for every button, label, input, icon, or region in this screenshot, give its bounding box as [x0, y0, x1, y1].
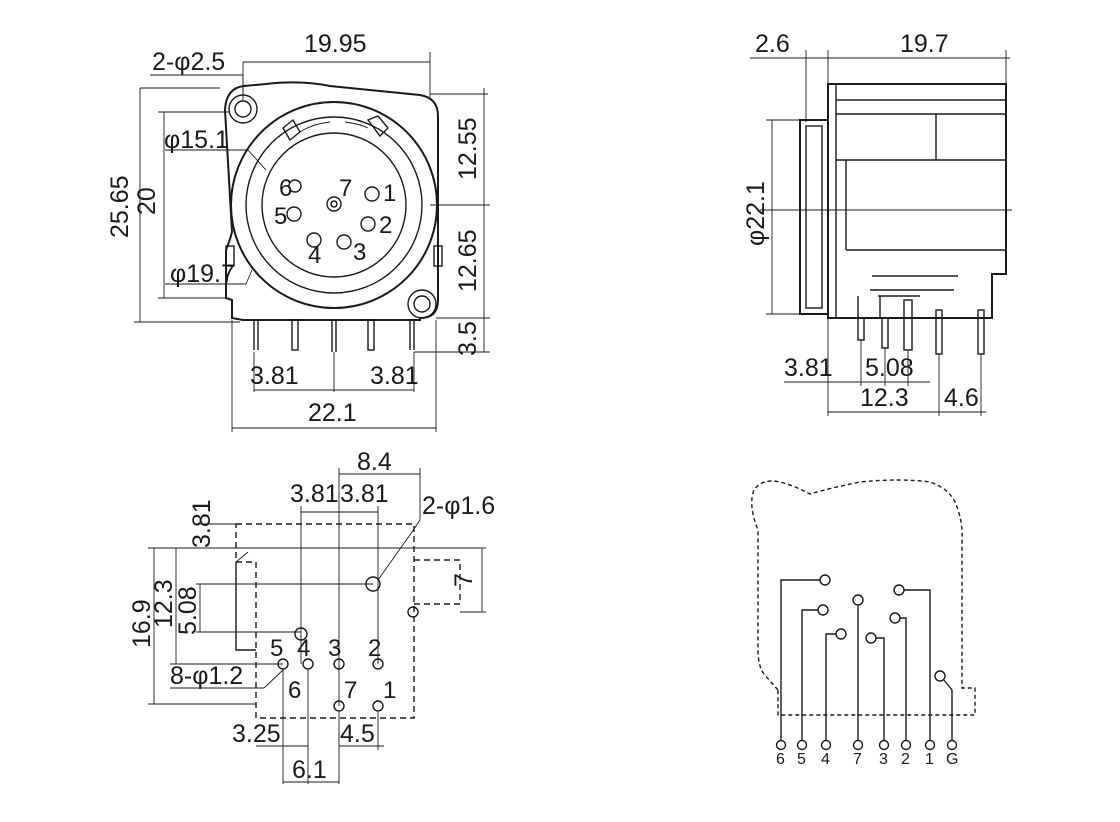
dim-25-65: 25.65 [106, 175, 134, 238]
side-body-outline [827, 83, 1007, 319]
pcb-pin-label-5: 5 [270, 635, 283, 662]
dim-12-55: 12.55 [454, 117, 482, 180]
dim-19-95: 19.95 [304, 30, 367, 58]
inner-circle [261, 132, 407, 278]
dim-7: 7 [450, 573, 478, 587]
dim-19-7-side: 19.7 [900, 30, 949, 58]
front-pin-label-5: 5 [274, 203, 287, 230]
side-tab-left [225, 245, 235, 267]
schematic-outline [751, 479, 976, 716]
latch-arc-left [299, 121, 331, 133]
dim-3-81-left: 3.81 [250, 362, 299, 390]
pcb-pin-label-7: 7 [344, 677, 357, 704]
dim-5-08-side: 5.08 [865, 354, 914, 382]
dim-22-1: 22.1 [308, 399, 357, 427]
dim-3-25: 3.25 [232, 720, 281, 748]
pcb-pin-label-1: 1 [383, 677, 396, 704]
latch-arc-right [344, 121, 369, 129]
dim-3-81-pcb-right: 3.81 [340, 480, 389, 508]
dim-5-08-pcb: 5.08 [174, 586, 202, 635]
mount-hole-top [234, 100, 252, 118]
dim-8-phi-1-2: 8-φ1.2 [170, 662, 243, 690]
dim-phi-19-7: φ19.7 [170, 260, 235, 288]
dim-4-6-side: 4.6 [944, 384, 979, 412]
latch-notch-left [282, 118, 301, 142]
pcb-pin-hole-1 [372, 700, 384, 712]
side-flange [799, 119, 829, 315]
front-pin-label-4: 4 [308, 242, 321, 269]
dim-3-81-pcb-v: 3.81 [188, 499, 216, 548]
schematic-view: 6 5 4 7 3 2 1 G [751, 479, 976, 768]
pcb-view: 8.4 3.81 3.81 2-φ1.6 3.81 16.9 12.3 5.08… [128, 448, 495, 784]
pin-hole-3 [336, 234, 352, 250]
schematic-label-5: 5 [797, 751, 806, 768]
pcb-footprint-edge [235, 562, 256, 651]
mount-hole-bottom-ring [407, 289, 437, 319]
schematic-label-2: 2 [901, 751, 910, 768]
pin-hole-4 [306, 232, 322, 248]
schematic-label-g: G [946, 751, 958, 768]
pcb-mount-hole-2 [407, 606, 419, 618]
side-pcb-pins [857, 299, 985, 355]
schematic-wires [780, 574, 953, 740]
front-pin-label-2: 2 [379, 212, 392, 239]
schematic-label-6: 6 [776, 751, 785, 768]
front-pin-label-1: 1 [383, 180, 396, 207]
pin-hole-1 [364, 186, 380, 202]
dim-16-9: 16.9 [128, 599, 156, 648]
front-pin-label-7: 7 [339, 175, 352, 202]
front-pin-label-6: 6 [279, 175, 292, 202]
latch-notch-right [366, 115, 389, 138]
pin-hole-7-inner [330, 200, 338, 208]
pin-hole-5 [286, 206, 302, 222]
schematic-label-7: 7 [853, 751, 862, 768]
mount-hole-bottom [413, 295, 431, 313]
pcb-footprint-corner [235, 551, 249, 563]
schematic-label-1: 1 [925, 751, 934, 768]
dim-3-5: 3.5 [454, 321, 482, 356]
side-dimension-lines [750, 50, 1010, 416]
dim-3-81-side: 3.81 [784, 354, 833, 382]
pcb-pin-label-2: 2 [368, 635, 381, 662]
dim-12-3-side: 12.3 [860, 384, 909, 412]
dim-12-3-pcb: 12.3 [150, 579, 178, 628]
dim-phi-15-1: φ15.1 [164, 126, 229, 154]
front-pin-label-3: 3 [353, 239, 366, 266]
dim-20: 20 [133, 187, 161, 215]
dim-12-65: 12.65 [454, 229, 482, 292]
dim-3-81-pcb-left: 3.81 [290, 480, 339, 508]
pcb-pin-label-6: 6 [288, 677, 301, 704]
pin-hole-6 [288, 179, 302, 193]
schematic-label-3: 3 [879, 751, 888, 768]
side-view: 2.6 19.7 φ22.1 3.81 5.08 12.3 4.6 [742, 30, 1012, 416]
side-flange-inner [805, 125, 823, 309]
side-internal-detail [857, 275, 958, 318]
schematic-terminals [775, 739, 958, 751]
pcb-pin-hole-4 [302, 658, 314, 670]
pcb-dimension-lines [148, 468, 486, 784]
pin-hole-2 [360, 216, 376, 232]
dim-4-5: 4.5 [340, 720, 375, 748]
dim-phi-22-1: φ22.1 [742, 181, 770, 246]
front-pcb-pins [253, 319, 415, 352]
pcb-pin-label-3: 3 [328, 635, 341, 662]
schematic-label-4: 4 [821, 751, 830, 768]
dim-6-1: 6.1 [292, 756, 327, 784]
dim-2-6: 2.6 [755, 30, 790, 58]
pcb-footprint-tab [414, 559, 461, 605]
side-tab-right [433, 245, 443, 267]
mid-circle [245, 116, 423, 294]
dim-2-phi-1-6: 2-φ1.6 [422, 492, 495, 520]
pcb-pin-label-4: 4 [297, 635, 310, 662]
dim-3-81-right: 3.81 [370, 362, 419, 390]
front-view: 6 7 1 5 2 3 4 [106, 30, 490, 432]
pin-hole-7 [326, 196, 342, 212]
front-dimension-lines [134, 52, 490, 432]
dim-2-phi-2-5: 2-φ2.5 [152, 48, 225, 76]
dim-8-4: 8.4 [357, 448, 392, 476]
